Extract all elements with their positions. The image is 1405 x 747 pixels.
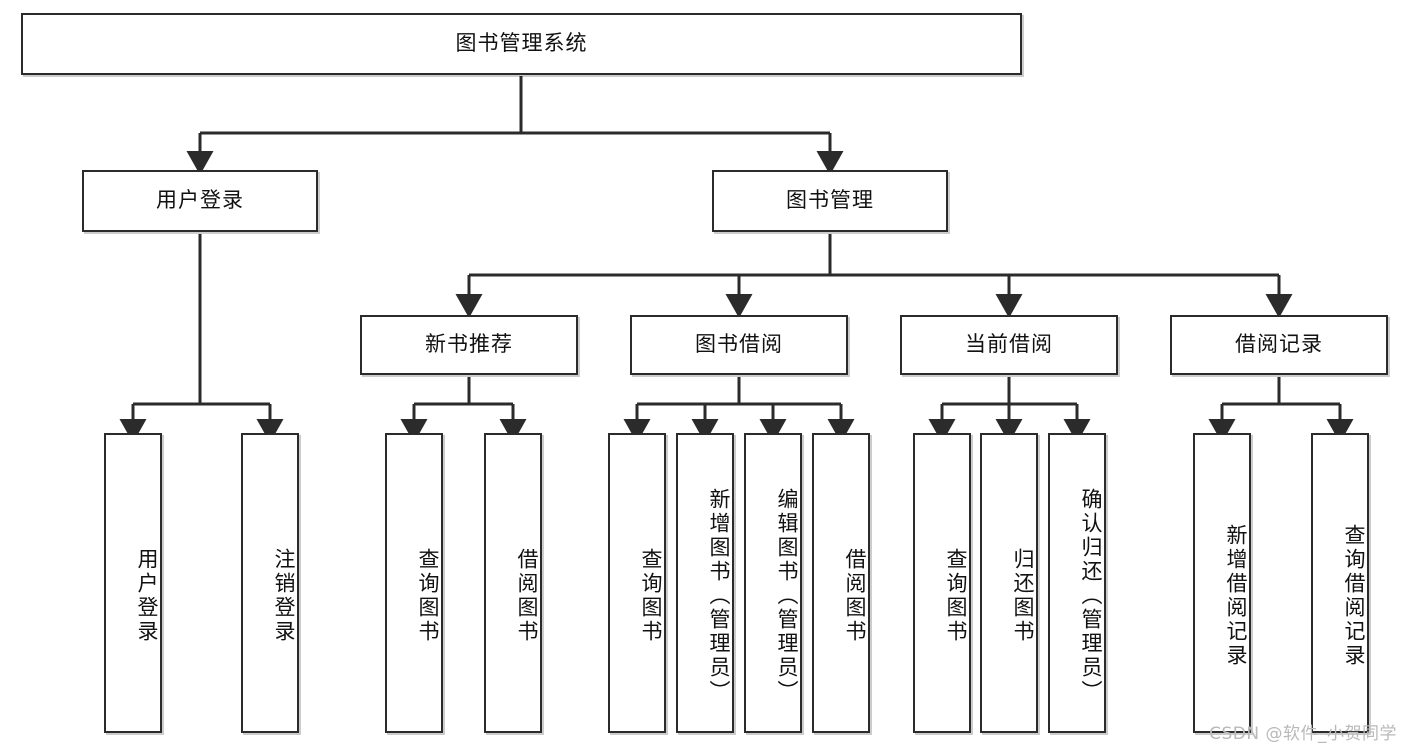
- leaf-return-book[interactable]: 归还图书: [980, 433, 1038, 733]
- node-borrow-record[interactable]: 借阅记录: [1170, 315, 1388, 375]
- leaf-logout[interactable]: 注销登录: [241, 433, 299, 733]
- node-root-library-system[interactable]: 图书管理系统: [21, 13, 1022, 75]
- leaf-add-borrow-record[interactable]: 新增借阅记录: [1193, 433, 1251, 733]
- leaf-query-borrow-record[interactable]: 查询借阅记录: [1311, 433, 1369, 733]
- node-label: 查询图书: [639, 548, 663, 644]
- node-label: 当前借阅: [965, 332, 1053, 357]
- leaf-add-book-admin[interactable]: 新增图书（管理员）: [676, 433, 734, 733]
- node-label: 确认归还（管理员）: [1079, 488, 1103, 704]
- leaf-confirm-return-admin[interactable]: 确认归还（管理员）: [1048, 433, 1106, 733]
- node-label: 图书管理: [786, 188, 874, 213]
- node-label: 图书管理系统: [455, 31, 588, 56]
- leaf-borrow-book-recommend[interactable]: 借阅图书: [484, 433, 542, 733]
- node-new-book-recommend[interactable]: 新书推荐: [360, 315, 578, 375]
- node-label: 编辑图书（管理员）: [775, 488, 799, 704]
- leaf-query-book-current[interactable]: 查询图书: [913, 433, 971, 733]
- leaf-user-login[interactable]: 用户登录: [104, 433, 162, 733]
- node-label: 查询图书: [416, 548, 440, 644]
- node-label: 借阅图书: [515, 548, 539, 644]
- node-label: 查询图书: [944, 548, 968, 644]
- node-label: 新增借阅记录: [1224, 524, 1248, 668]
- node-user-login[interactable]: 用户登录: [82, 170, 318, 232]
- leaf-query-book-recommend[interactable]: 查询图书: [385, 433, 443, 733]
- node-label: 查询借阅记录: [1342, 524, 1366, 668]
- node-current-borrow[interactable]: 当前借阅: [900, 315, 1118, 375]
- node-label: 用户登录: [135, 548, 159, 644]
- node-label: 用户登录: [156, 188, 244, 213]
- node-book-borrow[interactable]: 图书借阅: [630, 315, 848, 375]
- node-book-management[interactable]: 图书管理: [712, 170, 948, 232]
- leaf-query-book-borrow[interactable]: 查询图书: [608, 433, 666, 733]
- leaf-edit-book-admin[interactable]: 编辑图书（管理员）: [744, 433, 802, 733]
- node-label: 注销登录: [272, 548, 296, 644]
- node-label: 归还图书: [1011, 548, 1035, 644]
- node-label: 借阅图书: [843, 548, 867, 644]
- node-label: 新书推荐: [425, 332, 513, 357]
- node-label: 新增图书（管理员）: [707, 488, 731, 704]
- node-label: 图书借阅: [695, 332, 783, 357]
- node-label: 借阅记录: [1235, 332, 1323, 357]
- leaf-borrow-book[interactable]: 借阅图书: [812, 433, 870, 733]
